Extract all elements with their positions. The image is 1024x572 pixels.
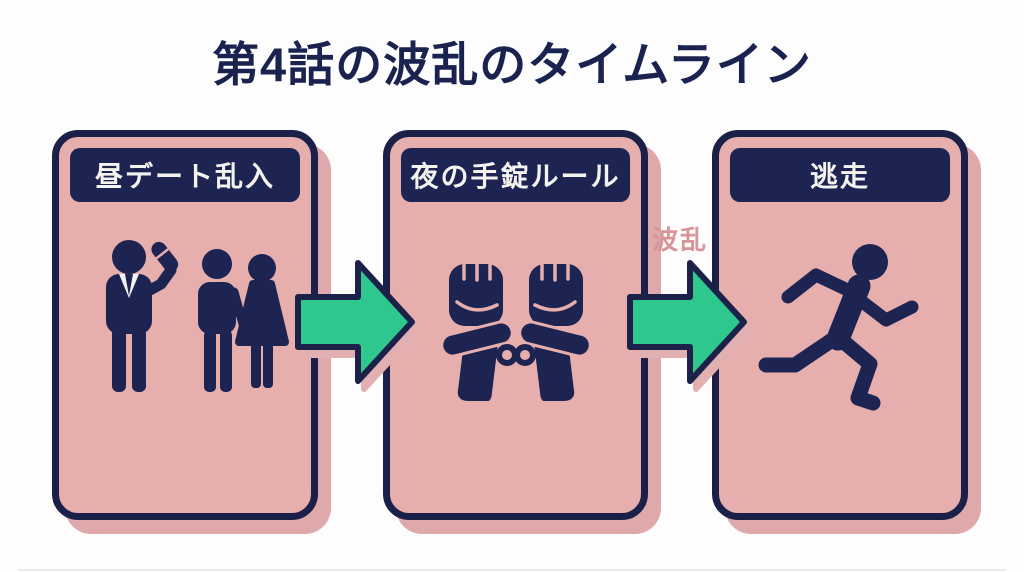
card-icon-area	[390, 236, 641, 406]
card-header-handcuff-rule: 夜の手錠ルール	[401, 148, 630, 202]
running-person-icon	[753, 236, 928, 421]
turmoil-annotation: 波乱	[651, 225, 708, 255]
flow-arrow-2	[627, 256, 749, 393]
handcuffed-fists-icon	[411, 236, 621, 406]
timeline-card-escape: 逃走	[712, 130, 968, 520]
arrow-right-icon	[295, 260, 417, 392]
flow-arrow-1	[295, 256, 417, 393]
card-icon-area	[719, 236, 961, 421]
card-header-label: 昼デート乱入	[94, 161, 275, 192]
card-header-label: 夜の手錠ルール	[410, 161, 621, 192]
card-header-escape: 逃走	[730, 148, 950, 202]
card-header-daytime-date: 昼デート乱入	[70, 148, 300, 202]
card-icon-area	[59, 236, 311, 409]
bottom-divider	[18, 569, 1006, 571]
presenter-and-couple-icon	[79, 236, 291, 409]
timeline-card-daytime-date: 昼デート乱入	[52, 130, 318, 520]
card-header-label: 逃走	[809, 161, 870, 192]
page-title: 第4話の波乱のタイムライン	[212, 38, 812, 91]
timeline-card-handcuff-rule: 夜の手錠ルール	[383, 130, 648, 520]
arrow-right-icon	[627, 260, 749, 392]
